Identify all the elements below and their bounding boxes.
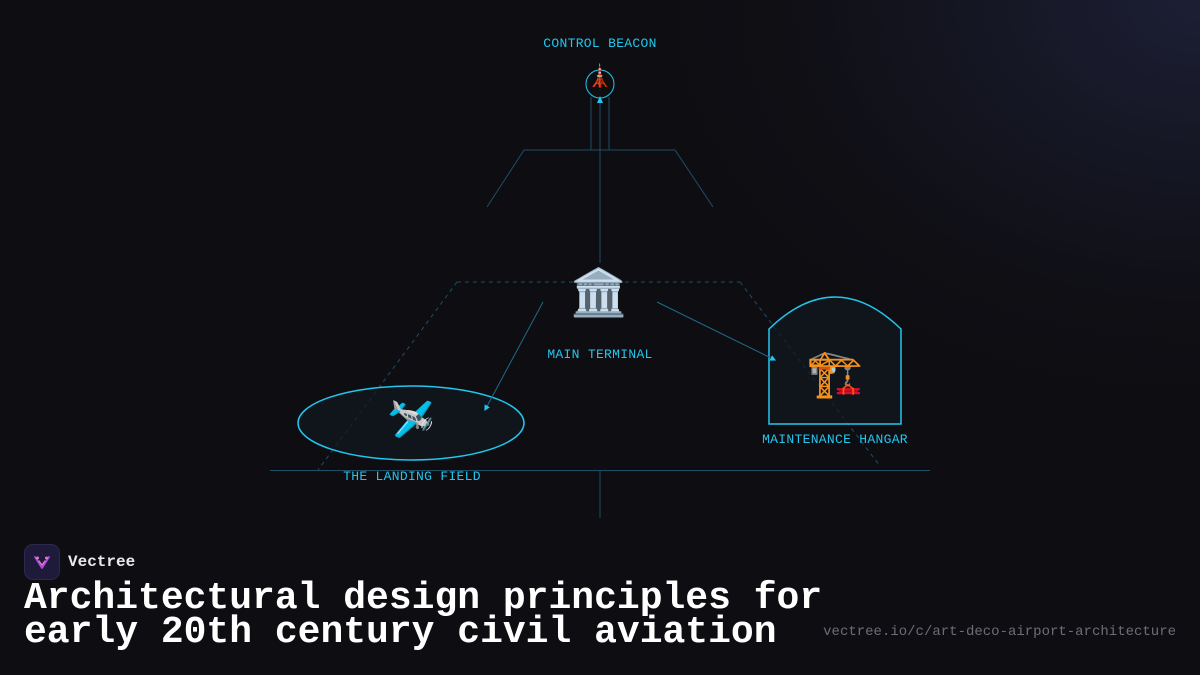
beacon-pointer [597, 96, 603, 103]
landing-field-outline [297, 385, 525, 461]
terminal-to-landing-arrow [484, 301, 544, 412]
headline-line-1: Architectural design principles for [24, 577, 823, 620]
brand: Vectree [24, 544, 135, 580]
maintenance-hangar-label: MAINTENANCE HANGAR [762, 432, 908, 447]
vectree-logo-icon [24, 544, 60, 580]
source-url[interactable]: vectree.io/c/art-deco-airport-architectu… [823, 624, 1176, 640]
tokyo-tower-icon: 🗼 [586, 64, 614, 89]
headline-line-2: early 20th century civil aviation [24, 611, 777, 654]
beacon-mast [590, 97, 610, 263]
airplane-icon: 🛩️ [387, 397, 435, 441]
terminal-to-hangar-arrow [656, 301, 777, 361]
control-beacon-label: CONTROL BEACON [543, 36, 657, 51]
brand-name: Vectree [68, 553, 136, 571]
hangar-outline [768, 296, 902, 425]
landing-field-label: THE LANDING FIELD [343, 469, 481, 484]
construction-crane-icon: 🏗️ [806, 346, 864, 400]
classical-building-icon: 🏛️ [570, 265, 628, 319]
main-terminal-label: MAIN TERMINAL [547, 347, 653, 362]
page-title: Architectural design principles for earl… [24, 577, 844, 654]
